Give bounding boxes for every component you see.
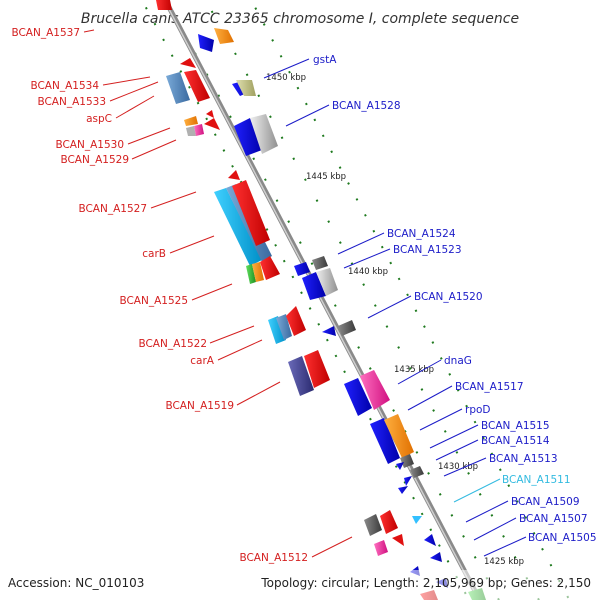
gene-label-carA[interactable]: carA [190, 355, 215, 367]
gene-arrow [400, 454, 414, 468]
kbp-scale: 1450 kbp 1445 kbp 1440 kbp 1435 kbp 1430… [266, 73, 524, 567]
gene-arrow [304, 350, 330, 388]
gene-label-BCAN_A1514[interactable]: BCAN_A1514 [481, 435, 550, 447]
gene-arrow [276, 314, 292, 340]
gene-arrow [396, 462, 404, 470]
gene-arrow [268, 316, 286, 344]
gene-arrow [430, 552, 442, 562]
gene-label-BCAN_A1520[interactable]: BCAN_A1520 [414, 291, 483, 303]
gene-arrow [360, 370, 390, 410]
gene-label-BCAN_A1527[interactable]: BCAN_A1527 [78, 203, 147, 215]
gene-arrow [384, 414, 414, 458]
gene-arrow [260, 256, 280, 280]
gene-arrow [252, 262, 264, 282]
gene-arrow [302, 272, 326, 300]
kbp-label: 1450 kbp [266, 73, 306, 83]
gene-label-BCAN_A1517[interactable]: BCAN_A1517 [455, 381, 524, 393]
gene-label-BCAN_A1522[interactable]: BCAN_A1522 [138, 338, 207, 350]
gene-label-BCAN_A1515[interactable]: BCAN_A1515 [481, 420, 550, 432]
accession-text: Accession: NC_010103 [8, 576, 144, 590]
gene-arrow [198, 34, 214, 52]
gene-arrow [194, 124, 204, 136]
footer-backdrop [0, 570, 600, 600]
kbp-label: 1445 kbp [306, 172, 346, 182]
gene-arrow [344, 378, 372, 416]
gene-arrow [214, 28, 234, 44]
gene-arrow [184, 116, 198, 126]
gene-arrow [156, 0, 172, 10]
gene-label-BCAN_A1537[interactable]: BCAN_A1537 [11, 27, 80, 39]
gene-arrow [392, 534, 404, 546]
gene-arrow [246, 264, 256, 284]
gene-arrow [186, 126, 196, 136]
gene-arrow [250, 114, 278, 154]
gene-arrow [236, 80, 256, 96]
gene-arrow [312, 256, 328, 270]
gene-label-BCAN_A1513[interactable]: BCAN_A1513 [489, 453, 558, 465]
inner-tick-ring [164, 0, 541, 600]
gene-label-BCAN_A1519[interactable]: BCAN_A1519 [165, 400, 234, 412]
gene-label-BCAN_A1507[interactable]: BCAN_A1507 [519, 513, 588, 525]
gene-label-BCAN_A1528[interactable]: BCAN_A1528 [332, 100, 401, 112]
gene-label-rpoD[interactable]: rpoD [465, 404, 491, 416]
gene-label-dnaG[interactable]: dnaG [444, 355, 472, 367]
gene-arrow [424, 534, 436, 546]
left-leader-lines [83, 29, 353, 558]
gene-label-BCAN_A1509[interactable]: BCAN_A1509 [511, 496, 580, 508]
gene-arrow [338, 320, 356, 336]
highlight-leader-line [453, 478, 501, 503]
gene-arrow [184, 70, 210, 102]
gene-arrow [316, 268, 338, 296]
gene-arrow [228, 170, 240, 180]
gene-arrow [204, 118, 220, 130]
gene-label-BCAN_A1505[interactable]: BCAN_A1505 [528, 532, 597, 544]
gene-arrow [166, 72, 190, 104]
gene-label-aspC[interactable]: aspC [86, 113, 112, 125]
map-title: Brucella canis ATCC 23365 chromosome I, … [81, 11, 519, 27]
kbp-label: 1440 kbp [348, 267, 388, 277]
gene-arrow [404, 476, 412, 486]
gene-arrow [380, 510, 398, 534]
gene-arrow [206, 110, 214, 118]
gene-label-BCAN_A1533[interactable]: BCAN_A1533 [37, 96, 106, 108]
gene-arrow [410, 466, 424, 478]
chromosome-backbone [162, 0, 483, 600]
kbp-label: 1425 kbp [484, 557, 524, 567]
gene-arrow [288, 356, 314, 396]
chromosome-backbone-highlight [163, 0, 480, 600]
gene-arrow [412, 516, 422, 524]
outer-tick-ring [140, 0, 571, 600]
gene-label-gstA[interactable]: gstA [313, 54, 337, 66]
gene-label-BCAN_A1511[interactable]: BCAN_A1511 [502, 474, 571, 486]
gene-arrow [322, 326, 336, 336]
gene-arrow [232, 180, 270, 246]
gene-arrow [234, 118, 262, 156]
gene-arrow [398, 486, 408, 494]
gene-arrow [286, 306, 306, 336]
gene-label-carB[interactable]: carB [142, 248, 166, 260]
gene-label-BCAN_A1529[interactable]: BCAN_A1529 [60, 154, 129, 166]
left-gene-labels: BCAN_A1537 BCAN_A1534 BCAN_A1533 aspC BC… [11, 27, 308, 564]
gene-features [156, 0, 486, 600]
gene-arrow [370, 418, 400, 464]
summary-text: Topology: circular; Length: 2,105,969 bp… [260, 576, 591, 590]
kbp-label: 1430 kbp [438, 462, 478, 472]
gene-label-BCAN_A1512[interactable]: BCAN_A1512 [239, 552, 308, 564]
gene-arrow [364, 514, 382, 536]
gene-arrow [180, 58, 196, 68]
gene-arrow [294, 262, 310, 276]
right-leader-lines [263, 58, 527, 557]
gene-arrow [374, 540, 388, 556]
right-gene-labels: gstA BCAN_A1528 BCAN_A1524 BCAN_A1523 BC… [313, 54, 597, 544]
gene-arrow [214, 188, 262, 266]
gene-label-BCAN_A1525[interactable]: BCAN_A1525 [119, 295, 188, 307]
gene-label-BCAN_A1524[interactable]: BCAN_A1524 [387, 228, 456, 240]
gene-label-BCAN_A1523[interactable]: BCAN_A1523 [393, 244, 462, 256]
kbp-label: 1435 kbp [394, 365, 434, 375]
gene-label-BCAN_A1534[interactable]: BCAN_A1534 [30, 80, 99, 92]
gene-label-BCAN_A1530[interactable]: BCAN_A1530 [55, 139, 124, 151]
